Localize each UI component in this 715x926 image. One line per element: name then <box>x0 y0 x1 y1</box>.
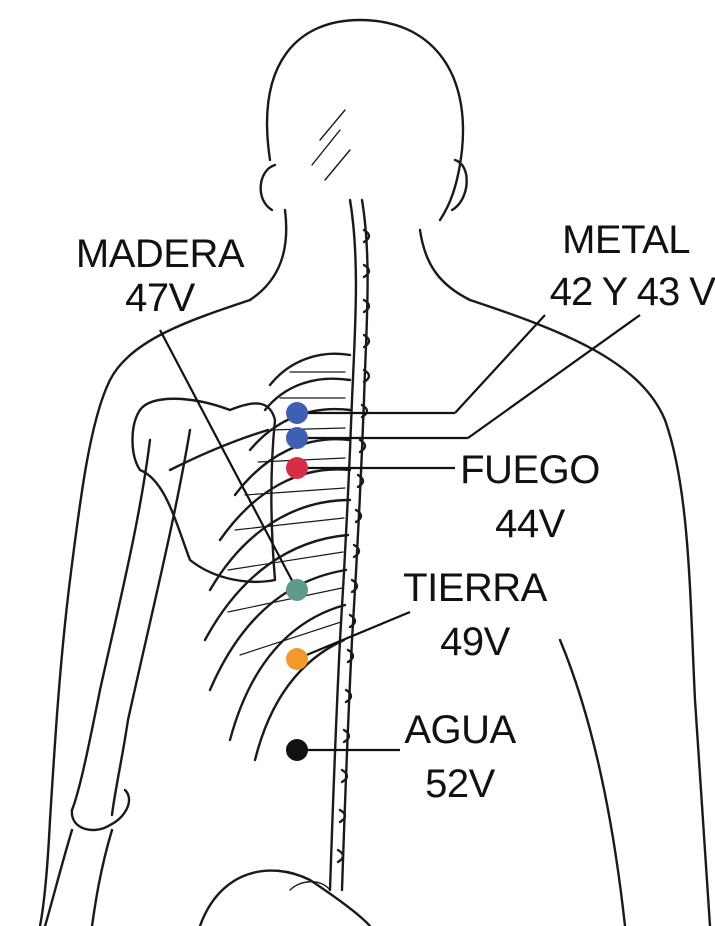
label-metal: METAL <box>500 218 690 262</box>
neck-right <box>420 230 470 300</box>
label-metal-code: 42 Y 43 V <box>505 270 715 314</box>
rib-8 <box>210 570 346 690</box>
label-tierra-code: 49V <box>395 620 555 664</box>
scapula-spine <box>170 430 268 470</box>
label-agua: AGUA 52V <box>390 708 530 806</box>
point-52v <box>286 739 308 761</box>
leader-madera <box>160 330 297 590</box>
label-fuego-code: 44V <box>450 502 610 546</box>
label-tierra-name: TIERRA <box>395 566 555 610</box>
point-43v <box>286 427 308 449</box>
humerus <box>72 440 150 810</box>
rib-6 <box>210 500 350 590</box>
rib-2 <box>265 379 350 410</box>
elbow <box>72 790 129 830</box>
scapula <box>133 399 276 582</box>
label-fuego: FUEGO 44V <box>450 448 610 546</box>
forearm-2 <box>92 830 112 926</box>
label-agua-name: AGUA <box>390 708 530 752</box>
point-47v <box>286 579 308 601</box>
left-ear <box>261 165 275 210</box>
label-metal-code-wrap: 42 Y 43 V <box>505 270 715 314</box>
humerus-inner <box>112 430 190 815</box>
point-42v <box>286 402 308 424</box>
spine <box>330 200 356 890</box>
label-tierra: TIERRA 49V <box>395 566 555 664</box>
point-44v <box>286 457 308 479</box>
head-outline <box>267 20 463 220</box>
label-madera: MADERA 47V <box>65 232 255 320</box>
label-agua-code: 52V <box>390 762 530 806</box>
label-metal-name: METAL <box>500 218 690 262</box>
neck-left <box>250 210 286 300</box>
waist-right <box>560 640 625 926</box>
point-49v <box>286 648 308 670</box>
label-madera-name: MADERA <box>65 232 255 276</box>
pelvis <box>200 871 370 926</box>
label-fuego-name: FUEGO <box>450 448 610 492</box>
rib-9 <box>230 605 345 740</box>
label-madera-code: 47V <box>65 276 255 320</box>
